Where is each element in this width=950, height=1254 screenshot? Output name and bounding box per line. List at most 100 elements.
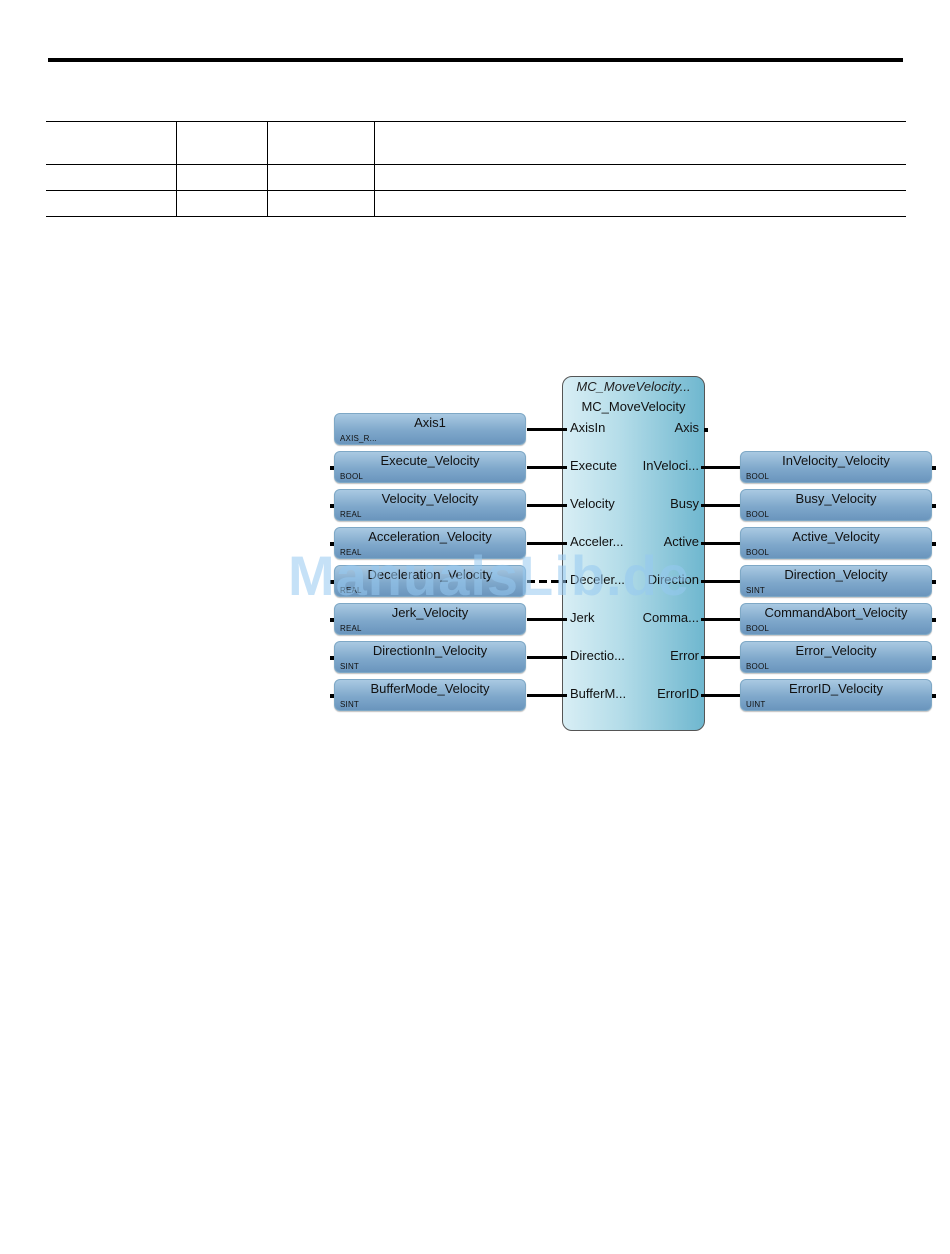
input-stub bbox=[330, 618, 334, 622]
variable-type: AXIS_R... bbox=[340, 434, 377, 443]
variable-name: ErrorID_Velocity bbox=[789, 681, 883, 696]
table-cell bbox=[46, 190, 177, 217]
variable-name: Velocity_Velocity bbox=[381, 491, 479, 506]
output-wire bbox=[701, 618, 741, 621]
variable-name: Busy_Velocity bbox=[795, 491, 877, 506]
variable-type: BOOL bbox=[746, 472, 770, 481]
table-cell bbox=[374, 190, 906, 217]
input-wire bbox=[527, 580, 567, 583]
input-pin-label: Execute bbox=[570, 458, 617, 473]
output-pin-label: Active bbox=[663, 534, 699, 549]
output-stub bbox=[932, 694, 936, 698]
input-pin-label: Acceler... bbox=[570, 534, 624, 549]
variable-name: Direction_Velocity bbox=[784, 567, 888, 582]
input-wire bbox=[527, 466, 567, 469]
variable-name: Jerk_Velocity bbox=[391, 605, 469, 620]
input-stub bbox=[330, 542, 334, 546]
table-cell bbox=[374, 121, 906, 165]
input-wire bbox=[527, 656, 567, 659]
input-stub bbox=[330, 580, 334, 584]
table-cell bbox=[176, 190, 268, 217]
input-stub bbox=[330, 656, 334, 660]
variable-name: Axis1 bbox=[414, 415, 446, 430]
output-stub bbox=[932, 466, 936, 470]
block-instance-name: MC_MoveVelocity... bbox=[576, 379, 691, 394]
input-stub bbox=[330, 466, 334, 470]
output-pin-label: Busy bbox=[670, 496, 699, 511]
table-cell bbox=[374, 164, 906, 191]
header-rule bbox=[48, 58, 903, 62]
table-row bbox=[46, 164, 906, 191]
function-block[interactable]: MC_MoveVelocity... MC_MoveVelocity bbox=[562, 376, 705, 731]
input-pin-label: BufferM... bbox=[570, 686, 627, 701]
output-stub bbox=[704, 428, 708, 432]
output-wire bbox=[701, 542, 741, 545]
input-stub bbox=[330, 504, 334, 508]
table-cell bbox=[267, 164, 375, 191]
table-cell bbox=[46, 164, 177, 191]
variable-type: BOOL bbox=[746, 548, 770, 557]
input-pin-label: AxisIn bbox=[570, 420, 606, 435]
output-pin-label: Axis bbox=[674, 420, 699, 435]
output-wire bbox=[701, 580, 741, 583]
output-wire bbox=[701, 656, 741, 659]
variable-type: REAL bbox=[340, 586, 362, 595]
variable-name: DirectionIn_Velocity bbox=[372, 643, 488, 658]
variable-type: REAL bbox=[340, 548, 362, 557]
variable-type: REAL bbox=[340, 624, 362, 633]
output-stub bbox=[932, 542, 936, 546]
input-pin-label: Velocity bbox=[570, 496, 615, 511]
variable-name: Deceleration_Velocity bbox=[367, 567, 493, 582]
variable-name: CommandAbort_Velocity bbox=[764, 605, 908, 620]
table-cell bbox=[46, 121, 177, 165]
input-stub bbox=[330, 694, 334, 698]
table-cell bbox=[176, 164, 268, 191]
output-pin-label: InVeloci... bbox=[642, 458, 699, 473]
table-cell bbox=[176, 121, 268, 165]
output-wire bbox=[701, 504, 741, 507]
variable-type: SINT bbox=[340, 662, 360, 671]
input-wire bbox=[527, 618, 567, 621]
output-wire bbox=[701, 694, 741, 697]
input-wire bbox=[527, 504, 567, 507]
output-pin-label: ErrorID bbox=[657, 686, 699, 701]
output-pin-label: Comma... bbox=[642, 610, 699, 625]
variable-type: BOOL bbox=[746, 624, 770, 633]
output-pin-label: Error bbox=[670, 648, 699, 663]
output-stub bbox=[932, 580, 936, 584]
variable-name: Error_Velocity bbox=[795, 643, 877, 658]
input-wire bbox=[527, 542, 567, 545]
input-pin-label: Deceler... bbox=[570, 572, 625, 587]
table-row bbox=[46, 190, 906, 217]
parameter-table bbox=[46, 121, 906, 217]
input-wire bbox=[527, 694, 567, 697]
variable-type: REAL bbox=[340, 510, 362, 519]
output-stub bbox=[932, 656, 936, 660]
output-wire bbox=[701, 466, 741, 469]
variable-type: BOOL bbox=[746, 510, 770, 519]
table-cell bbox=[267, 121, 375, 165]
input-wire bbox=[527, 428, 567, 431]
block-type-name: MC_MoveVelocity bbox=[581, 399, 686, 414]
output-pin-label: Direction bbox=[647, 572, 699, 587]
variable-type: UINT bbox=[746, 700, 766, 709]
variable-type: BOOL bbox=[340, 472, 364, 481]
output-stub bbox=[932, 618, 936, 622]
variable-name: InVelocity_Velocity bbox=[782, 453, 890, 468]
